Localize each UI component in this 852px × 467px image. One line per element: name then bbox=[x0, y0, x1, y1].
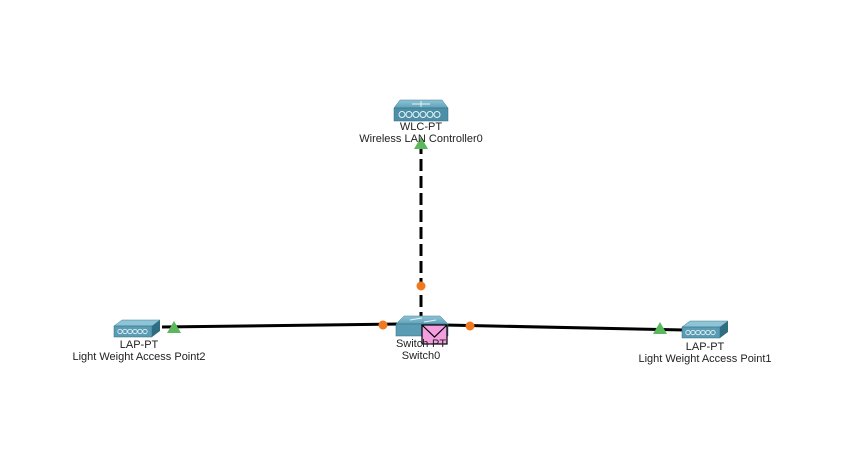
access-point-icon[interactable] bbox=[681, 320, 729, 339]
link-blocking-indicator bbox=[378, 320, 388, 330]
envelope-icon[interactable] bbox=[421, 324, 448, 345]
lap2-model-label: LAP-PT bbox=[119, 339, 159, 351]
wlc-model-label: WLC-PT bbox=[399, 121, 443, 133]
link-up-indicator bbox=[414, 137, 428, 149]
access-point-icon[interactable] bbox=[113, 319, 161, 338]
lap1-model-label: LAP-PT bbox=[685, 341, 725, 353]
link-switch-lap1[interactable] bbox=[444, 323, 686, 332]
link-up-indicator bbox=[653, 322, 667, 334]
switch-name-label: Switch0 bbox=[401, 350, 441, 362]
wireless-lan-controller-icon[interactable] bbox=[393, 99, 449, 122]
wlc-name-label: Wireless LAN Controller0 bbox=[359, 133, 483, 145]
link-blocking-indicator bbox=[465, 321, 475, 331]
link-switch-lap2[interactable] bbox=[161, 322, 401, 329]
lap2-name-label: Light Weight Access Point2 bbox=[72, 351, 206, 363]
switch-model-label: Switch-PT bbox=[395, 338, 447, 350]
link-up-indicator bbox=[167, 321, 181, 333]
lap1-name-label: Light Weight Access Point1 bbox=[638, 353, 772, 365]
link-blocking-indicator bbox=[416, 281, 426, 291]
